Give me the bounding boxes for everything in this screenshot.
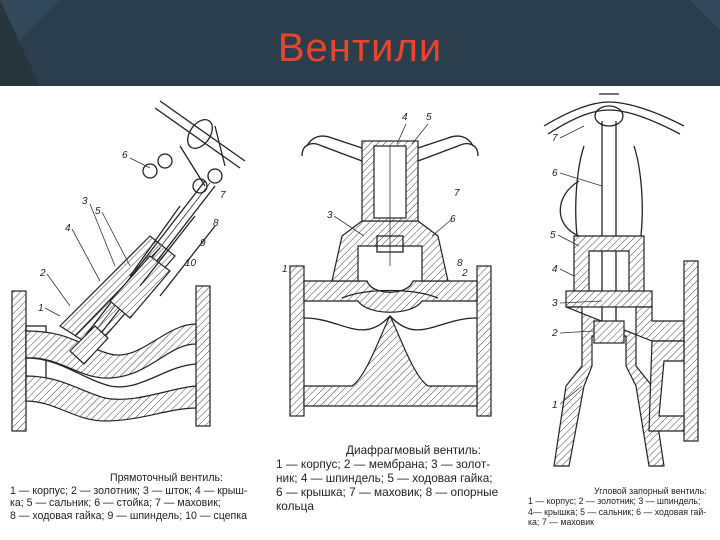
angle-valve-drawing: 1 2 3 4 5 6 7: [543, 93, 699, 467]
header-decoration: [0, 0, 720, 86]
svg-text:7: 7: [454, 188, 460, 199]
svg-text:5: 5: [550, 230, 556, 241]
diaphragm-valve-caption: Диафрагмовый вентиль: 1 — корпус; 2 — ме…: [276, 443, 508, 514]
angle-valve-figure: 1 2 3 4 5 6 7 Угловой запорный вентиль: …: [524, 86, 720, 540]
caption-line: 8 — ходовая гайка; 9 — шпиндель; 10 — сц…: [10, 509, 248, 522]
svg-text:6: 6: [552, 168, 558, 179]
svg-text:4: 4: [402, 112, 408, 123]
diaphragm-valve-drawing: 1 2 3 4 5 6 7 8: [282, 112, 492, 417]
svg-text:2: 2: [461, 268, 468, 279]
caption-line: 1 — корпус; 2 — золотник; 3 — шток; 4 — …: [10, 484, 248, 497]
caption-title: Диафрагмовый вентиль:: [346, 443, 482, 457]
svg-text:7: 7: [552, 133, 558, 144]
straight-valve-drawing: 1 2 3 4 5 6 7 8 9 10: [11, 100, 246, 432]
caption-title: Угловой запорный вентиль:: [594, 486, 707, 496]
caption-line: 4— крышка; 5 — сальник; 6 — ходовая гай-: [528, 506, 707, 517]
svg-text:1: 1: [38, 303, 44, 314]
svg-text:6: 6: [122, 150, 128, 161]
svg-text:8: 8: [457, 258, 463, 269]
svg-text:1: 1: [552, 400, 558, 411]
svg-text:7: 7: [220, 190, 226, 201]
svg-text:9: 9: [200, 238, 206, 249]
svg-text:5: 5: [426, 112, 432, 123]
svg-text:3: 3: [552, 298, 558, 309]
caption-line: 1 — корпус; 2 — золотник; 3 — шпиндель;: [528, 496, 701, 507]
svg-text:3: 3: [82, 196, 88, 207]
svg-text:2: 2: [39, 268, 46, 279]
caption-line: ник; 4 — шпиндель; 5 — ходовая гайка;: [276, 470, 493, 485]
caption-line: ка; 7 — маховик: [528, 517, 594, 528]
caption-line: ка; 5 — сальник; 6 — стойка; 7 — маховик…: [10, 497, 221, 509]
svg-text:3: 3: [327, 210, 333, 221]
caption-line: 1 — корпус; 2 — мембрана; 3 — золот-: [276, 456, 491, 471]
caption-title: Прямоточный вентиль:: [110, 472, 223, 484]
straight-valve-part-numbers: 1 2 3 4 5 6 7 8 9 10: [38, 150, 226, 317]
angle-valve-caption: Угловой запорный вентиль: 1 — корпус; 2 …: [528, 486, 718, 528]
svg-text:4: 4: [65, 223, 71, 234]
svg-text:6: 6: [450, 214, 456, 225]
svg-text:10: 10: [185, 258, 197, 269]
straight-valve-caption: Прямоточный вентиль: 1 — корпус; 2 — зол…: [10, 472, 265, 522]
slide-title: Вентили: [277, 26, 443, 70]
straight-valve-figure: 1 2 3 4 5 6 7 8 9 10 Прямоточный вентиль…: [0, 86, 270, 540]
caption-line: 6 — крышка; 7 — маховик; 8 — опорные: [276, 484, 499, 499]
svg-text:8: 8: [213, 218, 219, 229]
slide-header: Вентили: [0, 0, 720, 86]
caption-line: кольца: [276, 498, 314, 513]
angle-valve-part-numbers: 1 2 3 4 5 6 7: [550, 125, 603, 411]
diaphragm-valve-part-numbers: 1 2 3 4 5 6 7 8: [282, 112, 468, 279]
svg-text:4: 4: [552, 264, 558, 275]
svg-text:2: 2: [551, 328, 558, 339]
svg-text:1: 1: [282, 264, 288, 275]
diaphragm-valve-figure: 1 2 3 4 5 6 7 8 Диафрагмовый вентиль: 1 …: [272, 86, 508, 540]
svg-text:5: 5: [95, 206, 101, 217]
